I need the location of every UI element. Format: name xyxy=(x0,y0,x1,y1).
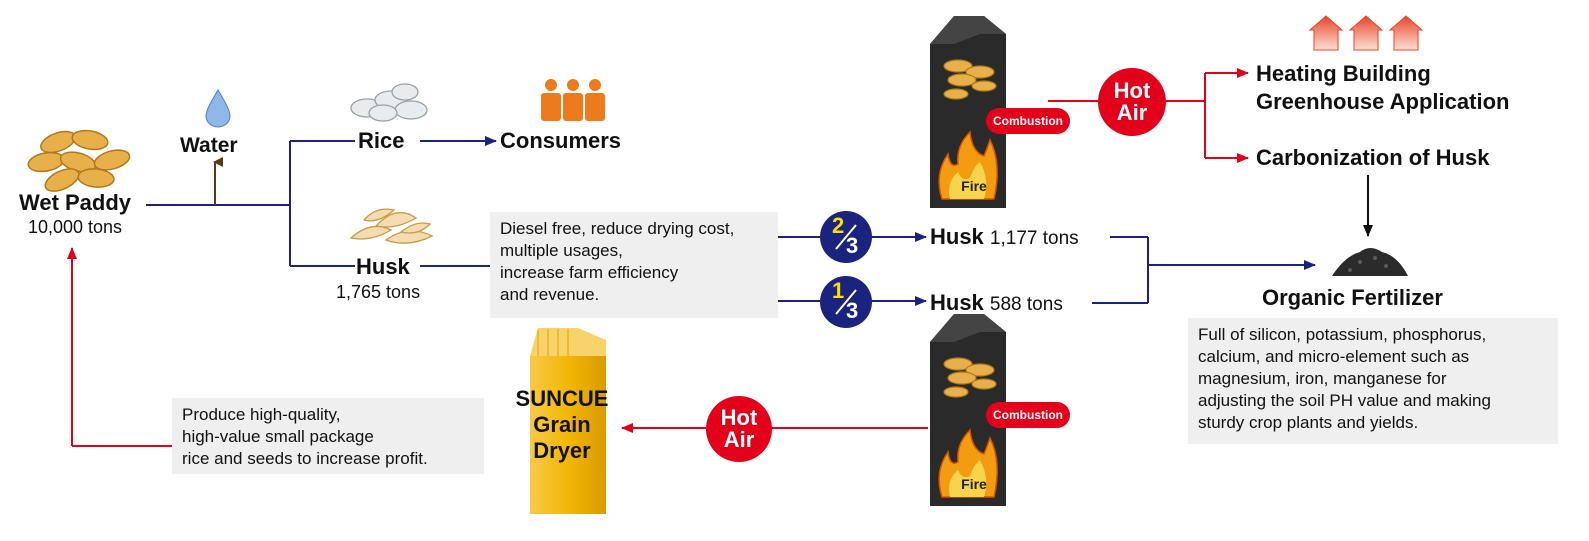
husk-top-amount: 1,177 tons xyxy=(989,228,1079,249)
husk-bottom-amount: 588 tons xyxy=(989,294,1063,315)
husk-source-label: Husk xyxy=(356,254,410,279)
hot-air-top-line1: Hot xyxy=(1113,78,1151,103)
fraction-top-denominator: 3 xyxy=(846,233,859,258)
rice-icon xyxy=(350,83,428,122)
furnace-top-icon xyxy=(930,16,1006,208)
fertilizer-icon xyxy=(1332,248,1408,276)
houses-icon xyxy=(1308,15,1424,51)
husk-top-label: Husk xyxy=(930,224,984,249)
fire-label-top: Fire xyxy=(961,178,987,194)
dryer-line3: Dryer xyxy=(533,438,591,463)
husk-bottom-row: Husk 588 tons xyxy=(930,290,1063,316)
hot-air-badge-top: Hot Air xyxy=(1098,68,1166,136)
carbonization-label: Carbonization of Husk xyxy=(1256,145,1490,170)
wet-paddy-label: Wet Paddy xyxy=(18,190,132,215)
rice-label: Rice xyxy=(358,128,405,153)
fraction-two-thirds-badge: 2 3 xyxy=(820,211,872,263)
dryer-line2: Grain xyxy=(533,412,591,437)
hot-air-badge-bottom: Hot Air xyxy=(706,396,772,462)
combustion-badge-bottom: Combustion xyxy=(986,402,1070,428)
benefit-note: Diesel free, reduce drying cost, multipl… xyxy=(490,212,778,318)
fraction-bottom-numerator: 1 xyxy=(832,278,845,303)
water-drop-icon xyxy=(205,89,231,128)
fertilizer-note: Full of silicon, potassium, phosphorus, … xyxy=(1188,318,1558,444)
heating-line1: Heating Building xyxy=(1256,61,1431,86)
dryer-label: SUNCUE Grain Dryer xyxy=(500,386,624,464)
fraction-bottom-denominator: 3 xyxy=(846,298,859,323)
wet-paddy-amount: 10,000 tons xyxy=(27,217,123,237)
hot-air-bottom-line1: Hot xyxy=(720,405,758,430)
hot-air-top-line2: Air xyxy=(1116,100,1148,125)
combustion-badge-top: Combustion xyxy=(986,108,1070,134)
heating-line2: Greenhouse Application xyxy=(1256,89,1510,114)
husk-icon xyxy=(349,208,434,244)
husk-top-row: Husk 1,177 tons xyxy=(930,224,1079,250)
fraction-one-third-badge: 1 3 xyxy=(820,276,872,328)
fertilizer-label: Organic Fertilizer xyxy=(1262,285,1443,310)
paddy-grains-icon xyxy=(27,129,131,192)
furnace-bottom-icon xyxy=(930,314,1006,506)
water-label: Water xyxy=(180,134,238,157)
dryer-line1: SUNCUE xyxy=(515,386,609,411)
fire-label-bottom: Fire xyxy=(961,476,987,492)
husk-source-amount: 1,765 tons xyxy=(336,282,421,302)
grain-dryer-icon xyxy=(530,328,606,514)
fraction-top-numerator: 2 xyxy=(832,213,845,238)
heating-application: Heating Building Greenhouse Application xyxy=(1256,60,1509,116)
consumers-label: Consumers xyxy=(500,128,622,153)
consumers-icon xyxy=(541,79,605,121)
hot-air-bottom-line2: Air xyxy=(723,427,755,452)
husk-bottom-label: Husk xyxy=(930,290,984,315)
product-note: Produce high-quality, high-value small p… xyxy=(172,398,484,474)
